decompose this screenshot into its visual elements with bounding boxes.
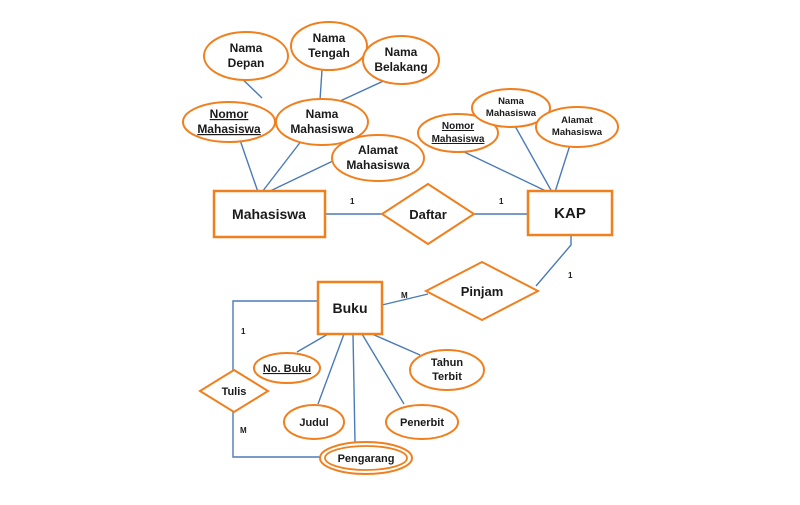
relationship-daftar-label: Daftar bbox=[409, 207, 447, 222]
link-buku-pengarang bbox=[352, 333, 356, 443]
attribute-no-buku: No. Buku bbox=[253, 352, 321, 384]
attribute-penerbit: Penerbit bbox=[385, 404, 459, 440]
attribute-kap-nama-mahasiswa: Nama Mahasiswa bbox=[471, 88, 551, 128]
cardinality-kap-daftar: 1 bbox=[499, 197, 504, 206]
link-kap-alamat bbox=[554, 144, 571, 193]
entity-buku: Buku bbox=[316, 280, 384, 336]
attribute-nomor-mahasiswa-line1: Nomor bbox=[210, 107, 249, 121]
attribute-tahun-terbit-line1: Tahun bbox=[431, 357, 463, 369]
attribute-nama-belakang-line2: Belakang bbox=[374, 60, 427, 74]
cardinality-pengarang-tulis: M bbox=[240, 426, 247, 435]
link-kap-nama bbox=[514, 125, 553, 193]
attribute-nama-tengah-line1: Nama bbox=[313, 31, 346, 45]
link-nama-mahasiswa bbox=[261, 139, 303, 193]
relationship-pinjam: Pinjam bbox=[423, 260, 541, 322]
attribute-kap-alamat-line2: Mahasiswa bbox=[552, 127, 603, 138]
entity-mahasiswa: Mahasiswa bbox=[212, 189, 327, 239]
link-alamat-mahasiswa bbox=[267, 159, 336, 193]
attribute-nama-tengah-line2: Tengah bbox=[308, 46, 350, 60]
attribute-nama-mahasiswa-line2: Mahasiswa bbox=[290, 122, 354, 136]
attribute-nama-depan-line1: Nama bbox=[230, 41, 263, 55]
attribute-no-buku-label: No. Buku bbox=[263, 363, 311, 375]
relationship-pinjam-label: Pinjam bbox=[461, 284, 504, 299]
attribute-alamat-mahasiswa-line2: Mahasiswa bbox=[346, 158, 410, 172]
connectors bbox=[232, 69, 572, 458]
cardinality-kap-pinjam: 1 bbox=[568, 271, 573, 280]
cardinality-buku-pinjam: M bbox=[401, 291, 408, 300]
attribute-nama-mahasiswa: Nama Mahasiswa bbox=[275, 98, 369, 146]
link-buku-penerbit bbox=[361, 333, 405, 405]
attribute-pengarang-label: Pengarang bbox=[338, 453, 395, 465]
entity-kap: KAP bbox=[526, 189, 614, 237]
relationship-tulis: Tulis bbox=[198, 368, 270, 414]
attribute-pengarang: Pengarang bbox=[319, 441, 413, 475]
attribute-alamat-mahasiswa-line1: Alamat bbox=[358, 143, 398, 157]
attribute-kap-alamat-line1: Alamat bbox=[561, 115, 594, 126]
entity-kap-label: KAP bbox=[554, 205, 586, 222]
link-tulis-pengarang bbox=[232, 407, 320, 458]
attribute-kap-nama-line1: Nama bbox=[498, 96, 525, 107]
attribute-kap-alamat-mahasiswa: Alamat Mahasiswa bbox=[535, 106, 619, 148]
attribute-nama-mahasiswa-line1: Nama bbox=[306, 107, 339, 121]
link-nama-belakang bbox=[337, 77, 391, 103]
entity-mahasiswa-label: Mahasiswa bbox=[232, 206, 306, 222]
cardinality-buku-tulis: 1 bbox=[241, 327, 246, 336]
attribute-kap-nomor-line1: Nomor bbox=[442, 121, 474, 132]
attribute-nama-depan-line2: Depan bbox=[228, 56, 265, 70]
link-nomor-mahasiswa bbox=[239, 139, 259, 193]
link-buku-tulis bbox=[232, 300, 318, 387]
attribute-nomor-mahasiswa-line2: Mahasiswa bbox=[197, 122, 261, 136]
relationship-tulis-label: Tulis bbox=[222, 386, 247, 398]
attribute-kap-nama-line2: Mahasiswa bbox=[486, 108, 537, 119]
link-nama-tengah bbox=[319, 69, 323, 101]
attribute-judul-label: Judul bbox=[299, 417, 328, 429]
attribute-nama-depan: Nama Depan bbox=[203, 31, 289, 81]
attribute-kap-nomor-mahasiswa: Nomor Mahasiswa bbox=[417, 113, 499, 153]
relationship-daftar: Daftar bbox=[380, 182, 476, 246]
attribute-tahun-terbit: Tahun Terbit bbox=[409, 349, 485, 391]
cardinalities: 1 1 1 M 1 M bbox=[240, 197, 573, 435]
attribute-penerbit-label: Penerbit bbox=[400, 417, 444, 429]
link-buku-judul bbox=[317, 333, 345, 405]
attribute-nama-tengah: Nama Tengah bbox=[290, 21, 368, 71]
link-buku-tahun bbox=[371, 333, 421, 356]
link-kap-pinjam bbox=[535, 235, 572, 287]
attribute-nama-belakang-line1: Nama bbox=[385, 45, 418, 59]
attribute-nomor-mahasiswa: Nomor Mahasiswa bbox=[182, 101, 276, 143]
cardinality-mahasiswa-daftar: 1 bbox=[350, 197, 355, 206]
attribute-judul: Judul bbox=[283, 404, 345, 440]
attribute-alamat-mahasiswa: Alamat Mahasiswa bbox=[331, 134, 425, 182]
attribute-nama-belakang: Nama Belakang bbox=[362, 35, 440, 85]
link-buku-pinjam bbox=[381, 293, 429, 306]
attribute-kap-nomor-line2: Mahasiswa bbox=[432, 134, 485, 145]
entity-buku-label: Buku bbox=[333, 300, 368, 316]
link-buku-nobuku bbox=[296, 333, 329, 353]
link-kap-nomor bbox=[459, 149, 549, 193]
attribute-tahun-terbit-line2: Terbit bbox=[432, 371, 462, 383]
